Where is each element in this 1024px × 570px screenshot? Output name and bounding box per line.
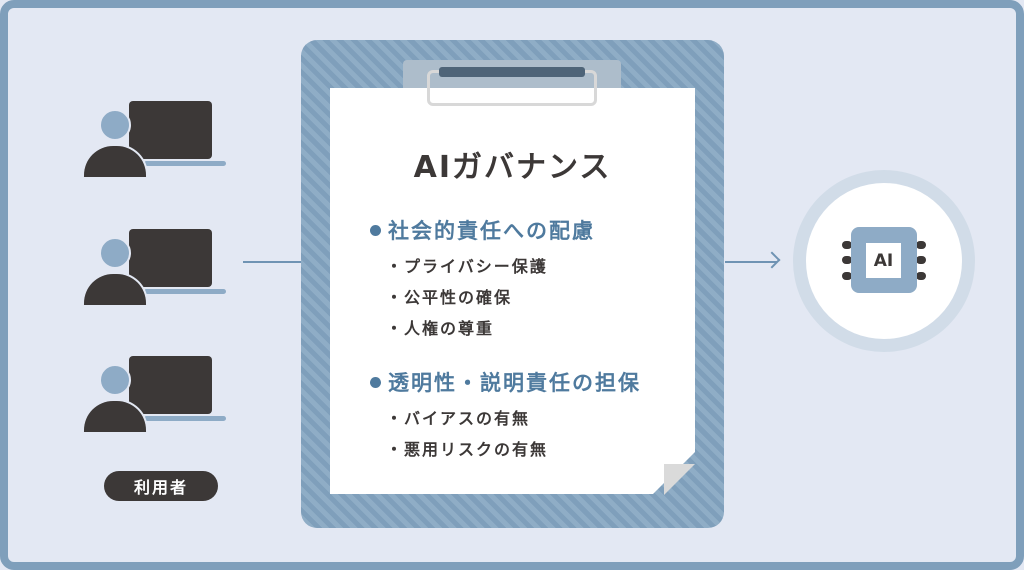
chip-pin [916,272,926,280]
list-item: 悪用リスクの有無 [386,434,641,465]
monitor-icon [129,229,212,287]
section-heading-text: 社会的責任への配慮 [388,219,595,243]
chip-pin [842,272,852,280]
chip-pin [842,256,852,264]
bullet-icon [370,376,381,388]
users-label-badge: 利用者 [104,471,218,501]
ai-chip-label: AI [866,243,901,278]
list-item: 公平性の確保 [386,282,595,313]
chip-pin [916,256,926,264]
user-icon [82,229,232,309]
section-social-responsibility: 社会的責任への配慮 プライバシー保護 公平性の確保 人権の尊重 [370,215,595,344]
user-icon [82,356,232,436]
bullet-icon [370,224,381,236]
diagram-title: AIガバナンス [413,150,612,185]
section-heading: 透明性・説明責任の担保 [370,367,641,397]
arrow-line [725,261,777,263]
monitor-icon [129,101,212,159]
list-item: バイアスの有無 [386,403,641,434]
person-head-icon [99,109,131,141]
section-heading: 社会的責任への配慮 [370,215,595,245]
connector-line [243,261,301,263]
section-transparency: 透明性・説明責任の担保 バイアスの有無 悪用リスクの有無 [370,367,641,465]
monitor-stand [144,161,226,166]
monitor-stand [144,289,226,294]
chip-pin [916,241,926,249]
person-head-icon [99,237,131,269]
chip-pin [842,241,852,249]
section-heading-text: 透明性・説明責任の担保 [388,371,641,395]
person-head-icon [99,364,131,396]
user-icon [82,101,232,181]
clip-bar [439,67,585,77]
list-item: プライバシー保護 [386,251,595,282]
monitor-icon [129,356,212,414]
list-item: 人権の尊重 [386,313,595,344]
monitor-stand [144,416,226,421]
